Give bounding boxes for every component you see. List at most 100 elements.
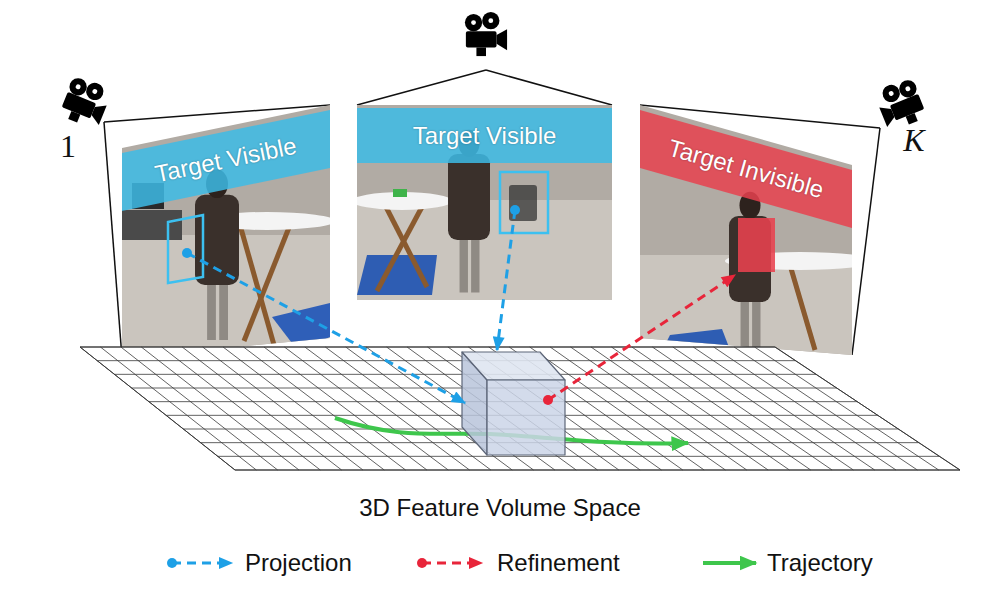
- grid-line: [166, 415, 878, 416]
- frustum-line: [357, 70, 486, 105]
- table-leg: [240, 225, 274, 345]
- text-row: Target Visible: [357, 121, 612, 154]
- grid-line: [223, 347, 384, 470]
- photo-wall: [122, 105, 330, 358]
- status-banner: [122, 110, 330, 211]
- grid-line: [284, 347, 448, 470]
- edge-start-dot: [543, 395, 553, 405]
- grid-line: [201, 442, 919, 443]
- grid-plane: [80, 347, 960, 470]
- status-banner: [357, 108, 612, 163]
- legend-label: Trajectory: [767, 548, 873, 578]
- camera-icon: [58, 74, 114, 131]
- grid-line: [141, 347, 299, 470]
- grid-line: [428, 347, 598, 470]
- target-box: [168, 215, 203, 283]
- grid-line: [183, 429, 898, 430]
- label-holder: 1: [38, 126, 98, 172]
- camera-view-panel: Target Visible: [357, 105, 612, 300]
- grid-line: [182, 347, 341, 470]
- grid-line: [162, 347, 321, 470]
- person-leg: [207, 280, 216, 341]
- edge-start-dot: [182, 248, 192, 258]
- camera-photo: [122, 105, 335, 358]
- camera-index: 1: [60, 126, 76, 166]
- grid-line: [218, 456, 940, 457]
- grid-line: [114, 374, 816, 375]
- status-banner: [640, 110, 852, 228]
- legend-entry: Projection: [245, 548, 352, 581]
- grid-line: [80, 347, 235, 470]
- person-leg: [741, 297, 749, 355]
- text-row: Target Visible: [122, 145, 330, 178]
- cube-face: [487, 380, 565, 455]
- legend-dot: [417, 558, 427, 568]
- grid-line: [468, 347, 640, 470]
- legend-trajectory-sample: [703, 561, 756, 565]
- grid-line: [97, 360, 795, 361]
- floor-mat: [272, 303, 330, 351]
- table-leg: [377, 205, 423, 291]
- grid-line: [132, 388, 837, 389]
- trajectory-arrow: [335, 418, 688, 444]
- legend-entry: Trajectory: [767, 548, 873, 581]
- table-leg: [790, 265, 815, 350]
- grid-line: [264, 347, 427, 470]
- grid-line: [509, 347, 683, 470]
- camera-index: K: [903, 120, 924, 160]
- person-leg: [219, 280, 228, 341]
- table-leg: [244, 225, 290, 341]
- waste-bin: [509, 185, 537, 221]
- grid-line: [734, 347, 917, 470]
- camera-icon: [465, 12, 507, 56]
- camera-photo: [640, 105, 875, 355]
- grid-line: [366, 347, 533, 470]
- table-object: [393, 189, 407, 197]
- person-leg: [752, 297, 760, 355]
- grid-lines: [80, 347, 960, 470]
- grid-line: [714, 347, 896, 470]
- banner-label: Target Visible: [413, 121, 557, 151]
- grid-line: [387, 347, 555, 470]
- legend-label: Projection: [245, 548, 352, 578]
- table-leg: [385, 205, 427, 287]
- refinement-arrow: [548, 275, 735, 400]
- grid-line: [346, 347, 512, 470]
- grid-line: [80, 347, 775, 348]
- camera-view-panel: Target Visible: [122, 105, 330, 358]
- feature-cube: [462, 352, 565, 455]
- grid-line: [693, 347, 874, 470]
- plane-label: 3D Feature Volume Space: [359, 493, 641, 523]
- person-body: [195, 195, 239, 285]
- camera-photo: [352, 105, 612, 300]
- person-leg: [471, 235, 479, 293]
- floor-mat: [357, 255, 437, 295]
- edge-start-dot: [510, 205, 520, 215]
- person-body: [448, 154, 490, 240]
- grid-line: [755, 347, 939, 470]
- frustum-line: [104, 122, 122, 358]
- legend-refinement-sample: [422, 562, 482, 565]
- cube-face: [462, 352, 487, 455]
- target-mask: [738, 218, 775, 272]
- desk: [122, 210, 182, 240]
- cube-face: [462, 352, 565, 380]
- grid-line: [121, 347, 278, 470]
- legend-projection-sample: [172, 562, 232, 565]
- grid-line: [203, 347, 363, 470]
- grid-line: [244, 347, 406, 470]
- projection-arrow: [187, 253, 465, 403]
- grid-line: [775, 347, 960, 470]
- grid-line: [489, 347, 662, 470]
- frustum-line: [852, 128, 880, 355]
- grid-line: [407, 347, 576, 470]
- camera-view-panel: Target Invisible: [640, 105, 852, 355]
- feature-volume-plane: 3D Feature Volume Space: [80, 345, 960, 530]
- person-leg: [460, 235, 468, 293]
- legend-label: Refinement: [497, 548, 620, 578]
- photo-wall: [640, 105, 852, 355]
- projection-arrow: [497, 210, 515, 350]
- grid-line: [235, 470, 960, 471]
